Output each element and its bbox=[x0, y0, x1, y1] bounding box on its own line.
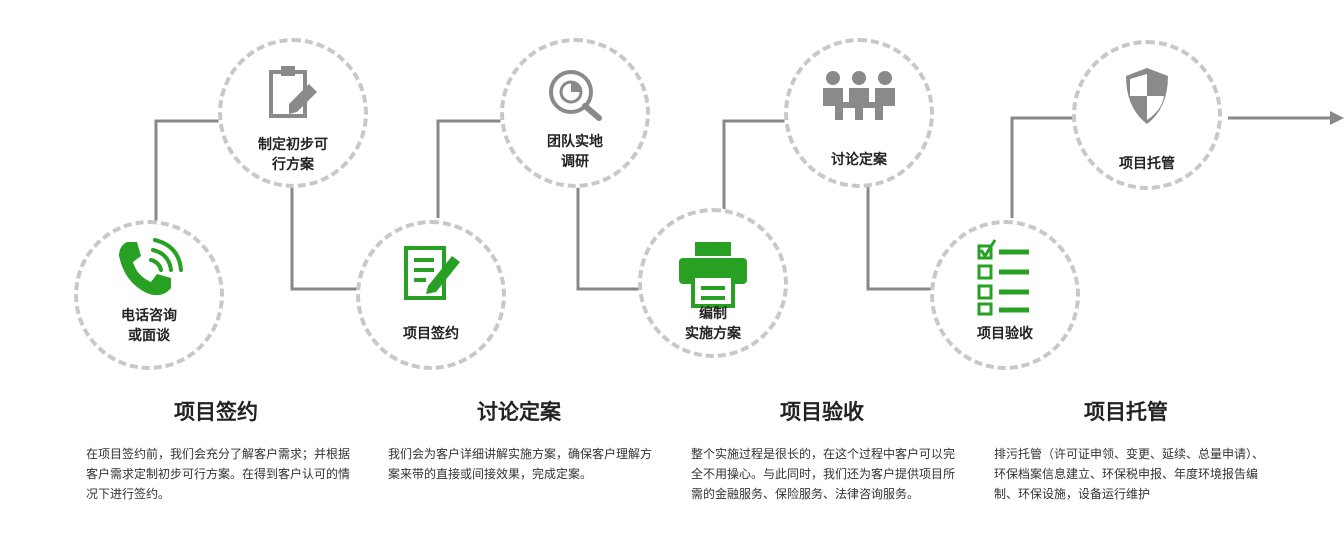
step-node-hosting: 项目托管 bbox=[1072, 40, 1222, 190]
step-node-discussion: 讨论定案 bbox=[784, 38, 934, 188]
step-label: 团队实地 调研 bbox=[547, 134, 603, 170]
clipboard-pen-icon bbox=[269, 66, 317, 118]
column-title: 项目验收 bbox=[780, 400, 864, 424]
step-node-implementation-plan: 编制 实施方案 bbox=[638, 208, 788, 358]
meeting-icon bbox=[823, 71, 895, 120]
connector-3-4 bbox=[436, 119, 502, 218]
column-title: 项目托管 bbox=[1084, 400, 1168, 424]
step-label: 项目验收 bbox=[977, 326, 1033, 342]
step-node-phone-consult: 电话咨询 或面谈 bbox=[74, 220, 224, 370]
shield-icon bbox=[1126, 68, 1168, 124]
step-label: 电话咨询 或面谈 bbox=[121, 308, 177, 344]
connector-6-7 bbox=[866, 175, 932, 291]
connector-5-6 bbox=[722, 119, 786, 218]
column-description: 我们会为客户详细讲解实施方案，确保客户理解方案来带的直接或间接效果，完成定案。 bbox=[388, 447, 653, 481]
printer-icon bbox=[679, 242, 747, 308]
step-node-acceptance: 项目验收 bbox=[930, 220, 1080, 370]
step-node-preliminary-plan: 制定初步可 行方案 bbox=[218, 38, 368, 188]
connector-7-8 bbox=[1010, 116, 1075, 218]
step-node-signing: 项目签约 bbox=[356, 220, 506, 370]
connector-4-5 bbox=[576, 175, 640, 291]
step-label: 编制 实施方案 bbox=[685, 306, 741, 342]
step-node-field-research: 团队实地 调研 bbox=[500, 38, 650, 188]
column-description: 在项目签约前，我们会充分了解客户需求；并根据客户需求定制初步可行方案。在得到客户… bbox=[86, 447, 351, 501]
document-sign-icon bbox=[404, 246, 460, 300]
step-label: 项目托管 bbox=[1119, 156, 1175, 172]
step-label: 讨论定案 bbox=[831, 152, 887, 168]
column-description: 整个实施过程是很长的，在这个过程中客户可以完全不用操心。与此同时，我们还为客户提… bbox=[691, 447, 956, 501]
step-label: 项目签约 bbox=[403, 326, 459, 342]
column-title: 项目签约 bbox=[174, 400, 258, 424]
phone-icon bbox=[119, 238, 183, 296]
magnifier-chart-icon bbox=[549, 70, 602, 121]
connector-1-2 bbox=[154, 119, 220, 258]
column-description: 排污托管（许可证申领、变更、延续、总量申请）、环保档案信息建立、环保税申报、年度… bbox=[994, 447, 1265, 501]
column-title: 讨论定案 bbox=[477, 400, 561, 424]
step-label: 制定初步可 行方案 bbox=[258, 137, 328, 173]
end-arrow-head bbox=[1330, 111, 1344, 125]
checklist-icon bbox=[977, 239, 1029, 316]
connector-2-3 bbox=[290, 175, 358, 291]
